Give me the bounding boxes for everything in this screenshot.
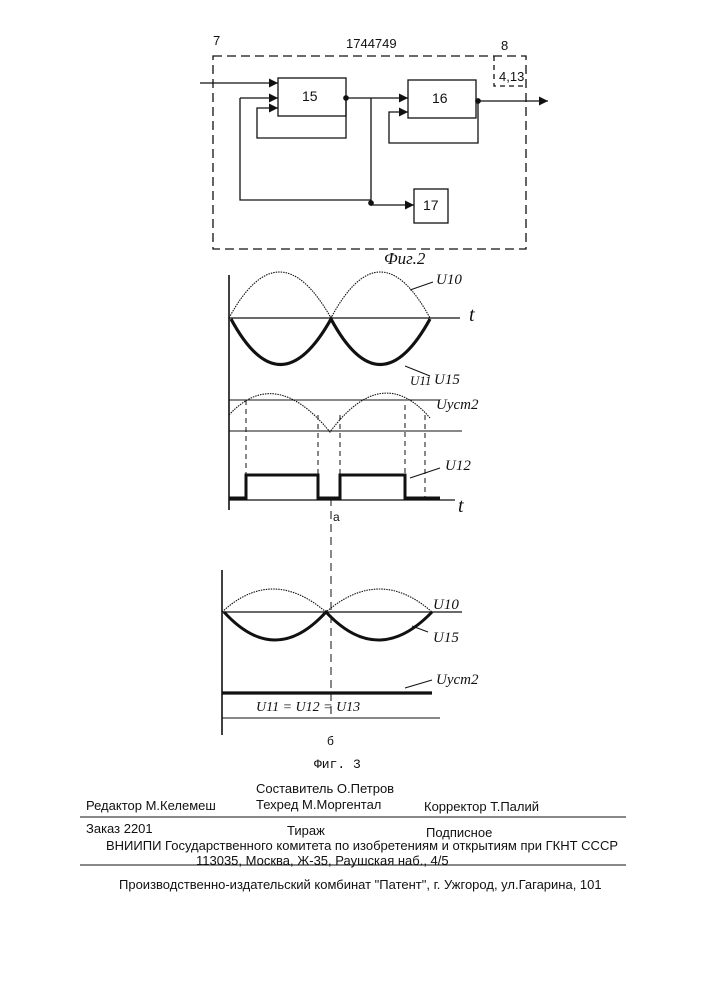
fig3a-plots xyxy=(229,272,462,715)
footer-circulation: Тираж xyxy=(287,823,325,838)
fig3b-equation: U11 = U12 = U13 xyxy=(256,700,360,716)
footer-corrector: Корректор Т.Палий xyxy=(424,799,539,814)
footer-editor: Редактор М.Келемеш xyxy=(86,798,216,813)
fig3a-u10-label: U10 xyxy=(436,272,462,289)
fig2-caption: Фиг.2 xyxy=(384,249,425,269)
fig2-corner-label: 4,13 xyxy=(499,69,524,84)
fig3b-letter: б xyxy=(327,734,334,748)
fig3a-t-axis-label: t xyxy=(469,304,475,327)
footer-address: 113035, Москва, Ж-35, Раушская наб., 4/5 xyxy=(196,853,449,868)
fig3a-t2-axis-label: t xyxy=(458,495,464,518)
footer-order: Заказ 2201 xyxy=(86,821,153,836)
fig3b-uust2-label: Uуст2 xyxy=(436,672,478,689)
footer-techred: Техред М.Моргентал xyxy=(256,797,381,812)
fig2-dashed-frame xyxy=(213,56,526,249)
fig3a-u12-label: U12 xyxy=(445,458,471,475)
block-16-label: 16 xyxy=(432,90,448,106)
fig3b-u15-label: U15 xyxy=(433,630,459,647)
fig3a-u11-label: U11 xyxy=(410,373,431,389)
fig3a-uust2-label: Uуст2 xyxy=(436,397,478,414)
fig3-caption: Фиг. 3 xyxy=(314,757,361,772)
fig3a-u15-label: U15 xyxy=(434,372,460,389)
block-15-label: 15 xyxy=(302,88,318,104)
fig3b-u10-label: U10 xyxy=(433,597,459,614)
footer-vniipi: ВНИИПИ Государственного комитета по изоб… xyxy=(106,838,618,853)
footer-compiler: Составитель О.Петров xyxy=(256,781,394,796)
block-17-label: 17 xyxy=(423,197,439,213)
fig3a-letter: а xyxy=(333,510,340,524)
footer-publisher: Производственно-издательский комбинат "П… xyxy=(119,877,602,892)
fig2-diagram xyxy=(200,56,548,249)
